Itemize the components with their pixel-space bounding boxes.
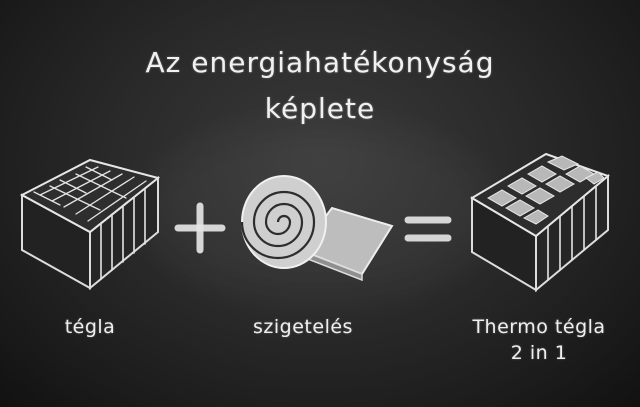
- brick-label-text: tégla: [64, 316, 116, 338]
- plus-icon: [174, 202, 226, 254]
- thermo-brick-icon: [470, 152, 610, 293]
- brick-label: tégla: [30, 314, 150, 340]
- brick-icon: [19, 158, 161, 291]
- equals-icon: [404, 216, 452, 242]
- thermo-brick-label: Thermo tégla 2 in 1: [444, 314, 634, 366]
- insulation-roll-icon: [240, 175, 394, 282]
- title-line-2: képlete: [264, 92, 376, 125]
- insulation-label: szigetelés: [228, 314, 378, 340]
- thermo-label-line-2: 2 in 1: [510, 342, 568, 364]
- title-line-1: Az energiahatékonyság: [145, 46, 495, 79]
- insulation-label-text: szigetelés: [253, 316, 353, 338]
- page-title: Az energiahatékonyság képlete: [0, 40, 640, 132]
- thermo-label-line-1: Thermo tégla: [472, 316, 606, 338]
